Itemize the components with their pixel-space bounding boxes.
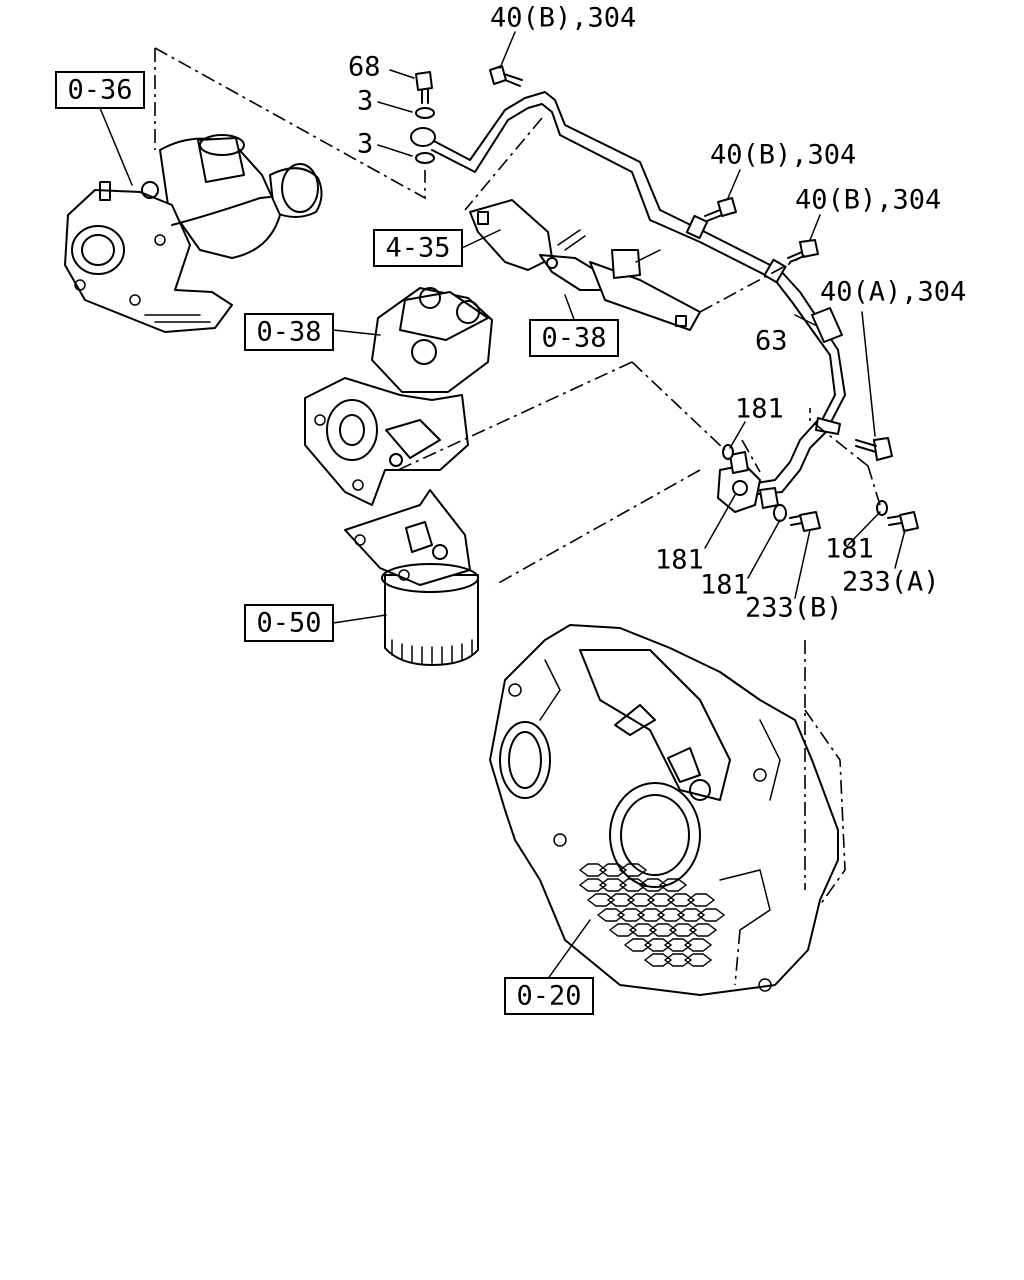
ref-label: 0-38 xyxy=(541,323,606,354)
ref-box-0-50[interactable]: 0-50 xyxy=(244,604,334,642)
ref-label: 0-20 xyxy=(516,981,581,1012)
honeycomb-pattern xyxy=(578,863,726,967)
leader-lines xyxy=(99,31,906,981)
callout-68[interactable]: 68 xyxy=(348,52,381,83)
callout-40a[interactable]: 40(A),304 xyxy=(820,277,966,308)
callout-181-right[interactable]: 181 xyxy=(825,534,874,565)
oil-filter xyxy=(344,489,479,666)
flywheel-housing xyxy=(489,624,846,996)
callout-40b-top[interactable]: 40(B),304 xyxy=(490,3,636,34)
ref-label: 0-50 xyxy=(256,608,321,639)
ref-box-0-36[interactable]: 0-36 xyxy=(55,71,145,109)
callout-233a[interactable]: 233(A) xyxy=(842,567,940,598)
oil-pipe-assembly xyxy=(410,91,846,513)
callout-181-left[interactable]: 181 xyxy=(655,545,704,576)
callout-63[interactable]: 63 xyxy=(755,326,788,357)
callout-181-top[interactable]: 181 xyxy=(735,394,784,425)
callout-181-mid[interactable]: 181 xyxy=(700,570,749,601)
callout-40b-right[interactable]: 40(B),304 xyxy=(795,185,941,216)
callout-3-upper[interactable]: 3 xyxy=(357,86,373,117)
bracket xyxy=(469,199,701,331)
callout-40b-mid[interactable]: 40(B),304 xyxy=(710,140,856,171)
ref-label: 4-35 xyxy=(385,233,450,264)
ref-box-0-20[interactable]: 0-20 xyxy=(504,977,594,1015)
fasteners xyxy=(415,65,919,532)
air-compressor xyxy=(304,287,493,506)
ref-box-4-35[interactable]: 4-35 xyxy=(373,229,463,267)
ref-box-0-38-compressor[interactable]: 0-38 xyxy=(244,313,334,351)
callout-3-lower[interactable]: 3 xyxy=(357,129,373,160)
phantom-lines xyxy=(154,47,881,890)
turbocharger xyxy=(64,134,323,333)
ref-box-0-38-bracket[interactable]: 0-38 xyxy=(529,319,619,357)
callout-233b[interactable]: 233(B) xyxy=(745,593,843,624)
ref-label: 0-38 xyxy=(256,317,321,348)
ref-label: 0-36 xyxy=(67,75,132,106)
